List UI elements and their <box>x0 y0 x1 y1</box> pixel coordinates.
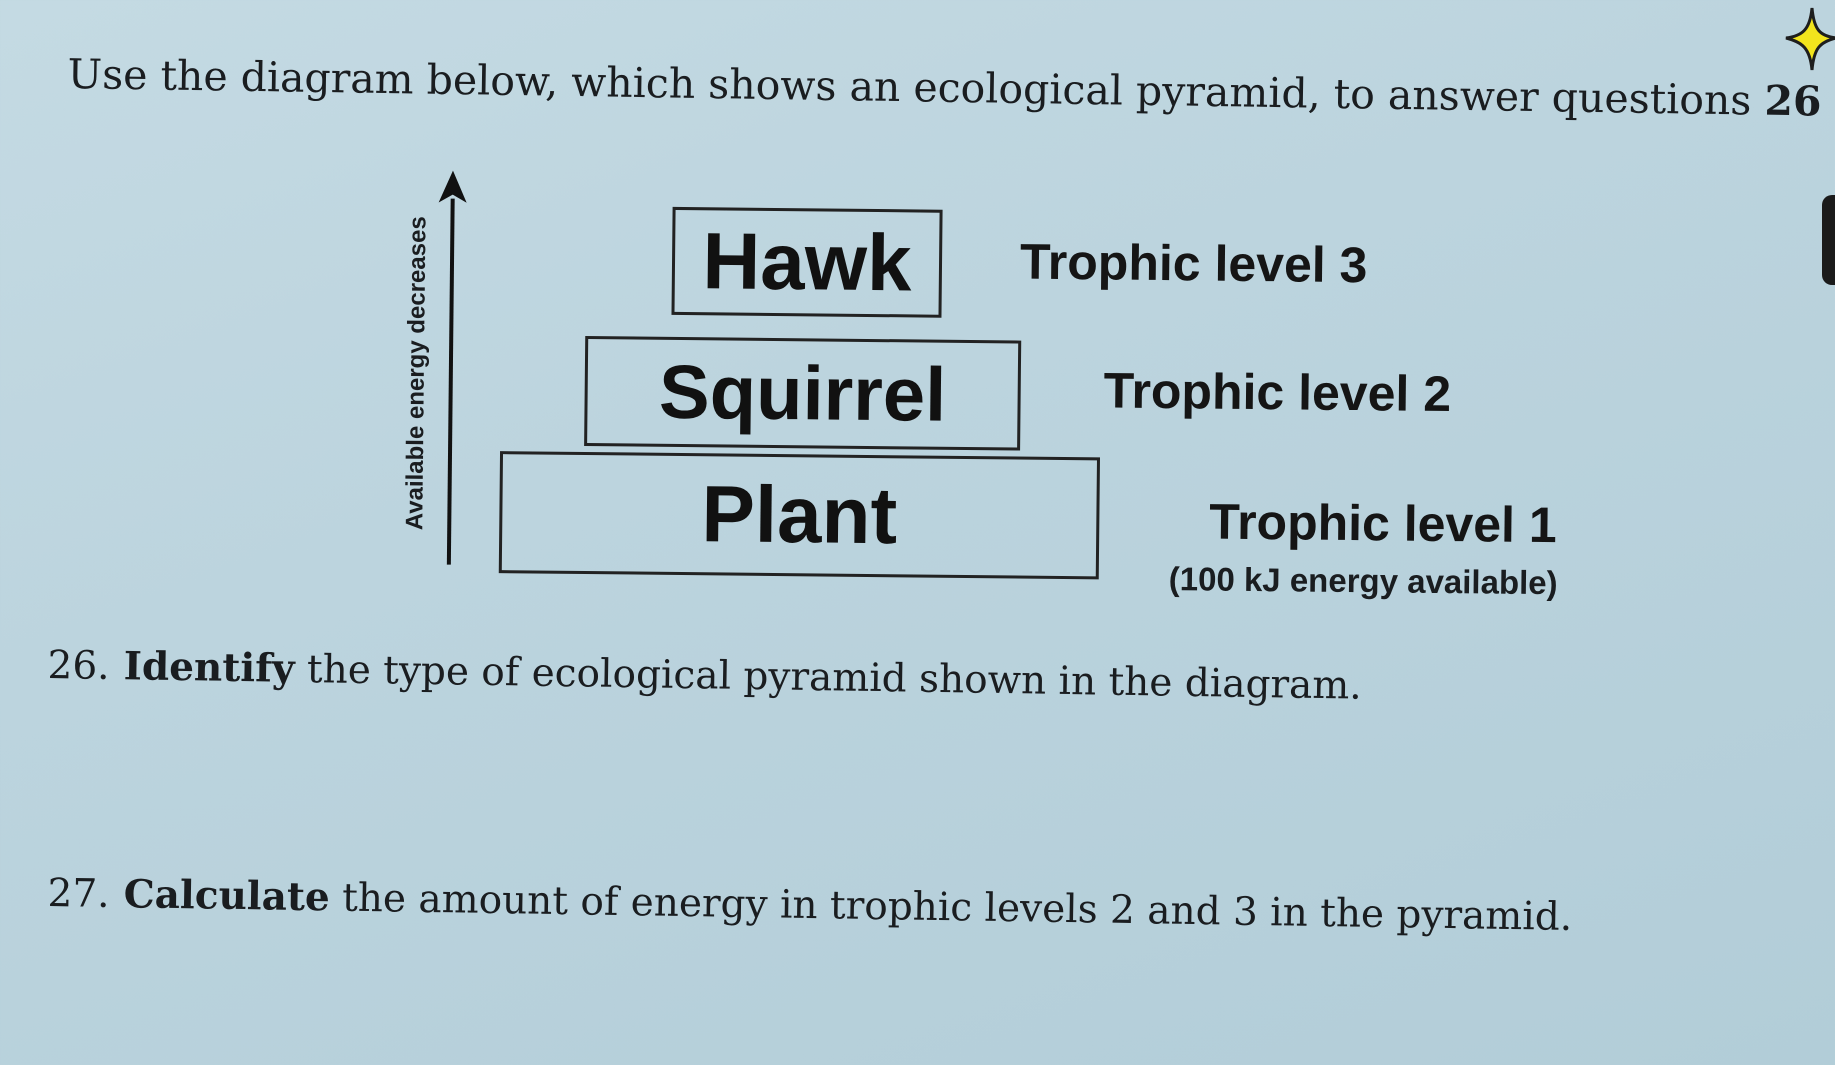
question-text: the amount of energy in trophic levels 2… <box>329 875 1573 940</box>
pyramid-box-squirrel: Squirrel <box>584 336 1022 451</box>
energy-available-note: (100 kJ energy available) <box>1168 560 1558 602</box>
edge-object <box>1822 195 1835 285</box>
trophic-level-2-label: Trophic level 2 <box>1103 362 1452 423</box>
trophic-level-3-label: Trophic level 3 <box>1019 233 1368 294</box>
question-26: 26. Identify the type of ecological pyram… <box>47 642 1362 709</box>
sparkle-icon <box>1785 7 1835 71</box>
instruction-lead: Use the diagram below, which shows an ec… <box>67 50 1765 125</box>
question-text: the type of ecological pyramid shown in … <box>294 646 1363 709</box>
question-number: 26. <box>47 642 111 689</box>
pyramid-box-plant: Plant <box>498 451 1101 580</box>
plant-label: Plant <box>701 469 898 561</box>
axis-label-text: Available energy decreases <box>401 216 432 531</box>
instruction-text: Use the diagram below, which shows an ec… <box>67 50 1835 128</box>
trophic-level-1-label: Trophic level 1 <box>1209 493 1557 554</box>
question-number: 27. <box>47 870 111 917</box>
hawk-label: Hawk <box>702 216 912 308</box>
pyramid-box-hawk: Hawk <box>671 206 943 318</box>
instruction-and: and <box>1821 78 1835 128</box>
question-ref-26: 26 <box>1764 76 1822 126</box>
question-keyword: Identify <box>123 643 295 692</box>
question-keyword: Calculate <box>123 871 331 921</box>
up-arrow-icon <box>438 170 467 565</box>
ecological-pyramid-diagram: Available energy decreases Hawk Squirrel… <box>390 168 1610 621</box>
squirrel-label: Squirrel <box>658 349 947 438</box>
question-27: 27. Calculate the amount of energy in tro… <box>47 870 1572 940</box>
